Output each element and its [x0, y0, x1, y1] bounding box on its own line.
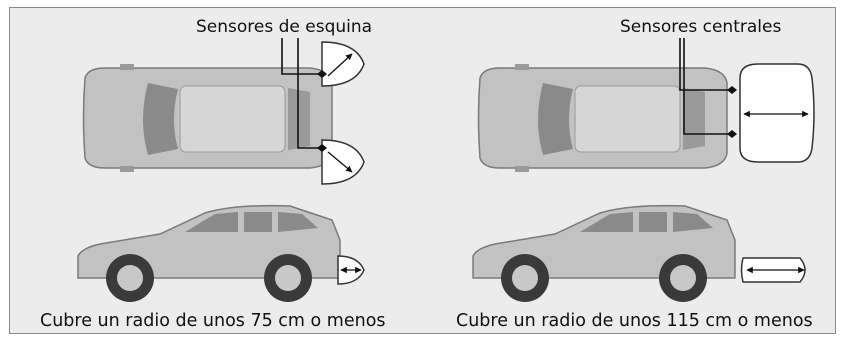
- car-top-view-right: [477, 64, 728, 172]
- center-range-caption: Cubre un radio de unos 115 cm o menos: [456, 311, 813, 331]
- corner-range-caption: Cubre un radio de unos 75 cm o menos: [40, 311, 386, 331]
- left-panel: [77, 38, 365, 302]
- sensor-dot: [317, 70, 327, 78]
- zone-center-top: [739, 63, 815, 163]
- car-top-view-left: [82, 64, 333, 172]
- roof: [179, 85, 286, 153]
- car-side-view-right: [472, 204, 736, 302]
- center-sensor-leaders: [679, 38, 730, 135]
- right-panel: [472, 38, 815, 302]
- rear-window: [288, 88, 310, 150]
- zone-corner-top: [321, 41, 365, 87]
- windshield: [143, 83, 178, 155]
- corner-sensor-leaders: [281, 38, 322, 149]
- sensor-dot: [317, 144, 327, 152]
- diagram-art: [77, 38, 815, 302]
- car-side-view-left: [77, 204, 341, 302]
- corner-sensors-heading: Sensores de esquina: [196, 17, 373, 37]
- center-sensors-heading: Sensores centrales: [620, 17, 782, 37]
- zone-corner-bottom: [321, 139, 365, 185]
- parking-sensor-diagram: Sensores de esquina Sensores centrales C…: [9, 7, 836, 334]
